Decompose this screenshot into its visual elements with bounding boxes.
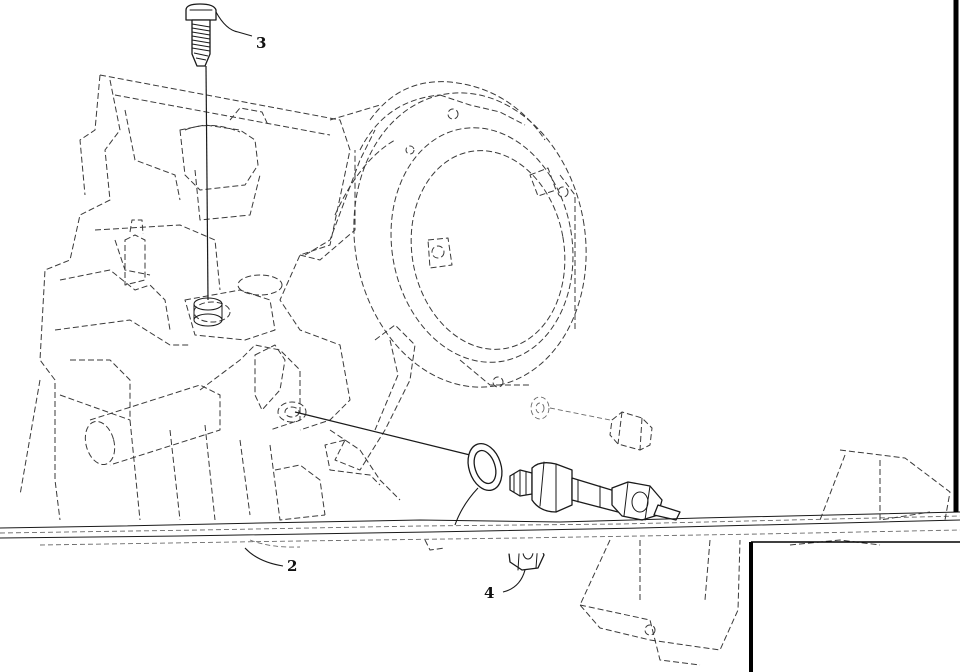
engine-block: [19, 74, 416, 521]
assembly-axis-4: [294, 411, 471, 456]
flywheel-housing: [304, 81, 587, 388]
part-3-shoulder-bolt: [185, 3, 253, 301]
cap-screw-with-washer: [530, 396, 653, 451]
bolt-receiving-boss: [193, 297, 223, 327]
leader-line-2: [244, 547, 284, 567]
part-4-sensor-assembly: [294, 411, 681, 593]
scan-tear-band: [0, 511, 960, 560]
callout-2: 2: [287, 557, 297, 575]
callout-4: 4: [484, 584, 494, 602]
leader-line-oring: [454, 487, 479, 526]
overlapping-sheet: [424, 449, 960, 672]
leader-line-3: [215, 11, 253, 37]
callout-3: 3: [256, 34, 266, 52]
assembly-axis-3: [205, 65, 209, 301]
leader-line-4: [502, 569, 526, 593]
